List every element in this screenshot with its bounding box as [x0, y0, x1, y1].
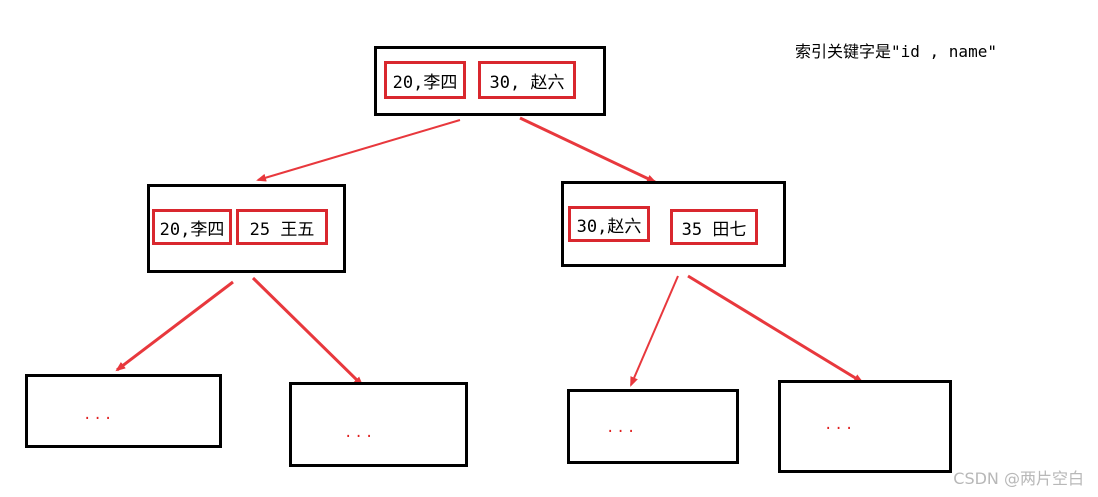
leaf-node-3: ... — [567, 389, 739, 464]
leaf-ellipsis-4: ... — [824, 417, 856, 433]
edge-right-to-leaf4 — [687, 274, 864, 384]
leaf-ellipsis-2: ... — [344, 425, 376, 441]
left-key-2: 25 王五 — [236, 209, 328, 245]
leaf-node-2: ... — [289, 382, 468, 467]
leaf-ellipsis-1: ... — [83, 407, 115, 423]
edge-left-to-leaf1 — [115, 280, 234, 372]
leaf-node-1: ... — [25, 374, 222, 448]
right-key-1: 30,赵六 — [568, 206, 650, 242]
leaf-ellipsis-3: ... — [606, 420, 638, 436]
right-child-node: 30,赵六 35 田七 — [561, 181, 786, 267]
right-key-2: 35 田七 — [670, 209, 758, 245]
left-child-node: 20,李四 25 王五 — [147, 184, 346, 273]
watermark: CSDN @两片空白 — [953, 469, 1084, 488]
root-node: 20,李四 30, 赵六 — [374, 46, 606, 116]
index-key-annotation: 索引关键字是"id , name" — [795, 42, 997, 61]
edge-root-to-left — [256, 119, 461, 182]
edge-left-to-leaf2 — [251, 276, 364, 387]
root-key-2: 30, 赵六 — [478, 61, 576, 99]
leaf-node-4: ... — [778, 380, 952, 473]
edge-right-to-leaf3 — [630, 275, 679, 387]
root-key-1: 20,李四 — [384, 61, 466, 99]
left-key-1: 20,李四 — [152, 209, 232, 245]
edge-root-to-right — [519, 116, 657, 184]
